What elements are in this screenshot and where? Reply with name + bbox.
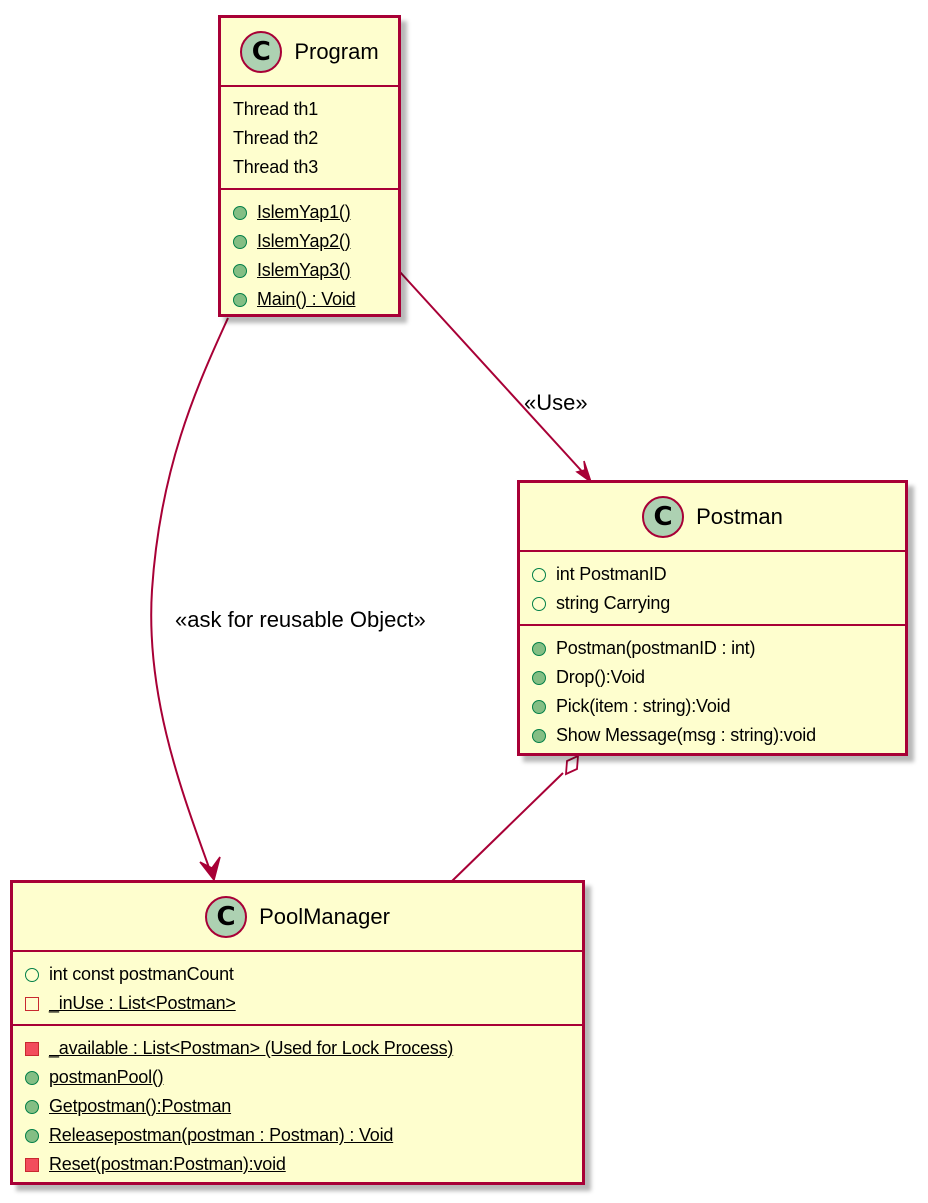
public-visibility-icon [532, 641, 546, 656]
public-visibility-icon [532, 567, 546, 582]
method-text: Pick(item : string):Void [556, 696, 731, 716]
field-text: Thread th2 [233, 128, 319, 148]
method-text: Reset(postman:Postman):void [49, 1154, 286, 1174]
private-visibility-icon [25, 1041, 39, 1056]
public-visibility-icon [233, 234, 247, 249]
class-method: IslemYap3() [233, 256, 388, 285]
field-text: int const postmanCount [49, 964, 234, 984]
class-stereotype-icon: C [642, 495, 685, 538]
class-field: Thread th1 [233, 95, 388, 124]
class-postman-fields: int PostmanID string Carrying [520, 552, 905, 626]
class-method: IslemYap2() [233, 227, 388, 256]
method-text: Main() : Void [257, 289, 356, 309]
class-stereotype-icon: C [240, 30, 283, 73]
private-visibility-icon [25, 996, 39, 1011]
class-poolmanager[interactable]: C PoolManager int const postmanCount _inU… [10, 880, 585, 1185]
ask-arrowhead [199, 856, 221, 882]
class-method: Getpostman():Postman [25, 1092, 572, 1121]
public-visibility-icon [25, 967, 39, 982]
class-method: Postman(postmanID : int) [532, 634, 895, 663]
method-text: Drop():Void [556, 667, 645, 687]
method-text: Show Message(msg : string):void [556, 725, 816, 745]
class-poolmanager-header: C PoolManager [13, 883, 582, 952]
use-association-line [399, 271, 589, 479]
class-method: _available : List<Postman> (Used for Loc… [25, 1034, 572, 1063]
field-text: string Carrying [556, 593, 671, 613]
public-visibility-icon [233, 263, 247, 278]
method-text: _available : List<Postman> (Used for Loc… [49, 1038, 454, 1058]
public-visibility-icon [532, 670, 546, 685]
class-method: Show Message(msg : string):void [532, 721, 895, 750]
method-text: IslemYap2() [257, 231, 351, 251]
public-visibility-icon [25, 1128, 39, 1143]
method-text: IslemYap1() [257, 202, 351, 222]
public-visibility-icon [532, 728, 546, 743]
class-field: string Carrying [532, 589, 895, 618]
class-method: Releasepostman(postman : Postman) : Void [25, 1121, 572, 1150]
class-method: Reset(postman:Postman):void [25, 1150, 572, 1179]
class-postman[interactable]: C Postman int PostmanID string Carrying P… [517, 480, 908, 756]
class-poolmanager-methods: _available : List<Postman> (Used for Loc… [13, 1026, 582, 1185]
field-text: Thread th1 [233, 99, 319, 119]
public-visibility-icon [532, 699, 546, 714]
aggregation-diamond [564, 754, 580, 776]
private-visibility-icon [25, 1157, 39, 1172]
class-method: Pick(item : string):Void [532, 692, 895, 721]
public-visibility-icon [532, 596, 546, 611]
class-poolmanager-name: PoolManager [259, 903, 390, 929]
class-postman-header: C Postman [520, 483, 905, 552]
class-field: int PostmanID [532, 560, 895, 589]
class-program-header: C Program [221, 18, 398, 87]
class-field: Thread th2 [233, 124, 388, 153]
class-postman-name: Postman [696, 503, 783, 529]
public-visibility-icon [25, 1070, 39, 1085]
aggregation-line [449, 772, 564, 884]
method-text: Getpostman():Postman [49, 1096, 232, 1116]
class-poolmanager-fields: int const postmanCount _inUse : List<Post… [13, 952, 582, 1026]
class-method: Drop():Void [532, 663, 895, 692]
public-visibility-icon [233, 292, 247, 307]
field-text: Thread th3 [233, 157, 319, 177]
method-text: Releasepostman(postman : Postman) : Void [49, 1125, 394, 1145]
class-program-name: Program [294, 38, 379, 64]
class-program-methods: IslemYap1() IslemYap2() IslemYap3() Main() … [221, 190, 398, 320]
method-text: postmanPool() [49, 1067, 164, 1087]
use-arrowhead [575, 460, 593, 484]
class-field: _inUse : List<Postman> [25, 989, 572, 1018]
class-method: Main() : Void [233, 285, 388, 314]
class-method: postmanPool() [25, 1063, 572, 1092]
class-field: int const postmanCount [25, 960, 572, 989]
class-stereotype-icon: C [205, 895, 248, 938]
class-method: IslemYap1() [233, 198, 388, 227]
method-text: Postman(postmanID : int) [556, 638, 756, 658]
class-field: Thread th3 [233, 153, 388, 182]
field-text: int PostmanID [556, 564, 667, 584]
public-visibility-icon [25, 1099, 39, 1114]
public-visibility-icon [233, 205, 247, 220]
ask-association-line [150, 317, 229, 877]
use-relation-label: «Use» [524, 390, 588, 415]
ask-relation-label: «ask for reusable Object» [175, 607, 426, 632]
field-text: _inUse : List<Postman> [49, 993, 236, 1013]
method-text: IslemYap3() [257, 260, 351, 280]
